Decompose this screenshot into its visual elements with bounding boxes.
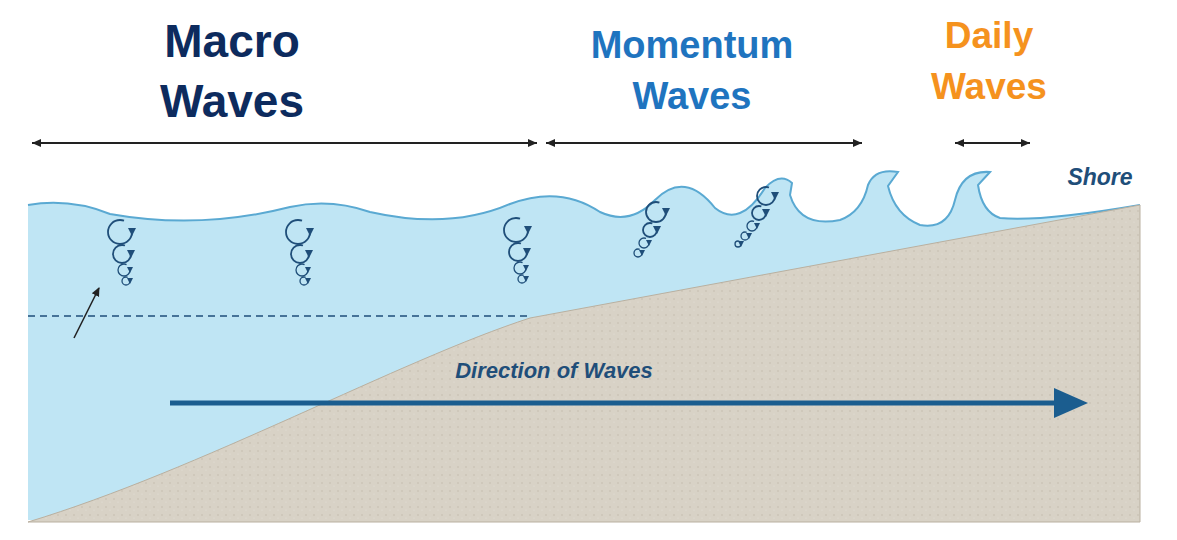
- orbit-arrowhead: [524, 226, 532, 234]
- orbit-circle: [504, 218, 528, 242]
- shore-label: Shore: [1067, 164, 1132, 192]
- orbit-circle: [757, 187, 775, 205]
- water-surface: [28, 171, 1140, 225]
- orbit-circle: [113, 245, 131, 263]
- orbit-circle: [118, 264, 130, 276]
- orbit-arrowhead: [662, 208, 670, 216]
- zone-heading: Macro Waves: [137, 12, 327, 132]
- orbit-arrowhead: [754, 223, 760, 229]
- orbit-arrowhead: [128, 228, 136, 236]
- zone-bracket: [955, 142, 1030, 144]
- orbital-circles: [108, 187, 779, 285]
- orbit-arrowhead: [523, 276, 529, 282]
- orbit-circle: [291, 245, 309, 263]
- orbit-circle: [514, 262, 526, 274]
- orbit-circle: [752, 206, 766, 220]
- orbit-arrowhead: [305, 267, 311, 273]
- seabed: [28, 205, 1140, 522]
- pointer-arrow: [74, 288, 99, 338]
- orbit-arrowhead: [746, 233, 752, 239]
- zone-heading: Daily Waves: [914, 10, 1064, 112]
- orbit-arrowhead: [762, 209, 770, 217]
- direction-arrow: [170, 401, 1058, 406]
- orbit-circle: [296, 264, 308, 276]
- orbit-arrowhead: [646, 240, 652, 246]
- orbit-circle: [643, 223, 657, 237]
- orbit-arrowhead: [653, 226, 661, 234]
- orbit-arrowhead: [523, 248, 531, 256]
- orbit-arrowhead: [771, 192, 779, 200]
- orbit-circle: [108, 220, 132, 244]
- orbit-arrowhead: [306, 228, 314, 236]
- wave-base-line: [28, 315, 528, 317]
- orbit-arrowhead: [523, 265, 529, 271]
- orbit-arrowhead: [639, 250, 645, 256]
- orbit-arrowhead: [127, 250, 135, 258]
- zone-bracket: [546, 142, 862, 144]
- orbit-arrowhead: [127, 278, 133, 284]
- orbit-arrowhead: [305, 278, 311, 284]
- orbit-circle: [509, 243, 527, 261]
- orbit-circle: [286, 220, 310, 244]
- orbit-arrowhead: [305, 250, 313, 258]
- zone-bracket: [32, 142, 537, 144]
- orbit-arrowhead: [738, 241, 744, 247]
- direction-label: Direction of Waves: [455, 358, 653, 384]
- zone-heading: Momentum Waves: [577, 20, 807, 123]
- orbit-arrowhead: [127, 267, 133, 273]
- orbit-circle: [646, 202, 666, 222]
